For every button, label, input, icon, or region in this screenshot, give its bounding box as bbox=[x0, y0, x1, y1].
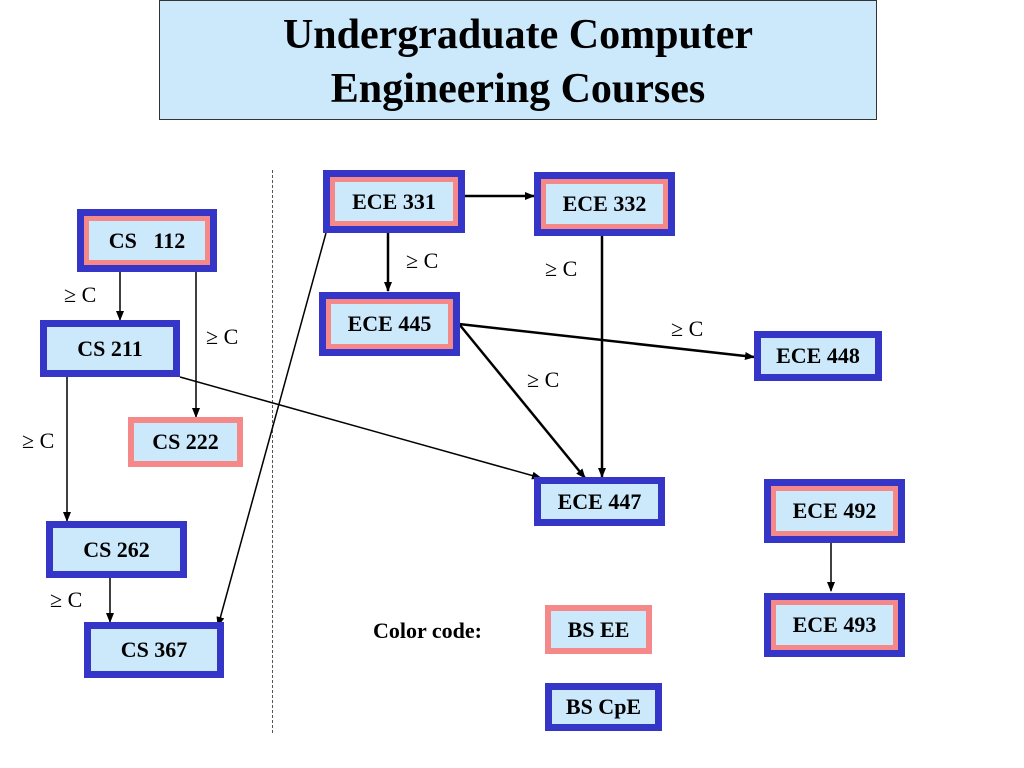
course-ece445-label: ECE 445 bbox=[347, 311, 432, 336]
course-ece331-label: ECE 331 bbox=[352, 188, 436, 214]
course-cs211[interactable]: CS 211 bbox=[40, 320, 180, 377]
title-line-1: Undergraduate Computer bbox=[282, 12, 754, 58]
course-ece332[interactable]: ECE 332 bbox=[534, 172, 675, 236]
course-cs112-label: CS 112 bbox=[108, 227, 186, 253]
arrow-ece445-ece447 bbox=[458, 323, 586, 479]
legend-bs-cpe: BS CpE bbox=[545, 683, 662, 731]
course-cs112[interactable]: CS 112 bbox=[77, 209, 217, 272]
course-cs222-label: CS 222 bbox=[152, 429, 219, 454]
legend-bs-cpe-label: BS CpE bbox=[565, 694, 642, 719]
course-ece332-label: ECE 332 bbox=[562, 191, 647, 216]
course-ece445[interactable]: ECE 445 bbox=[319, 292, 460, 356]
grade-label-cs211-cs262: ≥ C bbox=[22, 428, 55, 453]
arrow-cs211-ece447 bbox=[179, 376, 542, 480]
grade-label-ece445-ece448: ≥ C bbox=[671, 316, 704, 341]
course-ece492-label: ECE 492 bbox=[792, 498, 877, 523]
course-ece448[interactable]: ECE 448 bbox=[754, 331, 882, 381]
course-ece448-label: ECE 448 bbox=[776, 343, 860, 368]
grade-label-cs262-cs367: ≥ C bbox=[50, 587, 83, 612]
course-cs262[interactable]: CS 262 bbox=[46, 521, 187, 578]
course-ece447-label: ECE 447 bbox=[557, 488, 642, 514]
arrow-ece445-ece448 bbox=[458, 322, 755, 360]
arrow-ece331-cs367 bbox=[216, 232, 327, 627]
course-cs367[interactable]: CS 367 bbox=[84, 622, 224, 678]
course-cs211-label: CS 211 bbox=[77, 335, 143, 361]
legend-bs-ee: BS EE bbox=[545, 605, 652, 654]
course-cs222[interactable]: CS 222 bbox=[128, 417, 243, 467]
course-ece331[interactable]: ECE 331 bbox=[323, 170, 465, 233]
course-cs367-label: CS 367 bbox=[120, 637, 188, 662]
title-box: Undergraduate Computer Engineering Cours… bbox=[159, 0, 877, 120]
legend-bs-ee-label: BS EE bbox=[567, 616, 630, 642]
legend-title: Color code: bbox=[373, 618, 482, 643]
grade-label-cs112-cs222: ≥ C bbox=[206, 324, 239, 349]
grade-label-ece331-ece445: ≥ C bbox=[406, 248, 439, 273]
course-ece447[interactable]: ECE 447 bbox=[534, 477, 665, 526]
grade-label-ece445-ece447: ≥ C bbox=[527, 367, 560, 392]
section-divider bbox=[272, 170, 273, 733]
course-ece493[interactable]: ECE 493 bbox=[764, 593, 905, 657]
course-ece492[interactable]: ECE 492 bbox=[764, 479, 905, 543]
title-line-2: Engineering Courses bbox=[330, 66, 706, 112]
grade-label-cs112-cs211: ≥ C bbox=[64, 282, 97, 307]
grade-label-ece332-ece447: ≥ C bbox=[545, 256, 578, 281]
course-cs262-label: CS 262 bbox=[83, 536, 150, 562]
course-ece493-label: ECE 493 bbox=[792, 612, 877, 637]
